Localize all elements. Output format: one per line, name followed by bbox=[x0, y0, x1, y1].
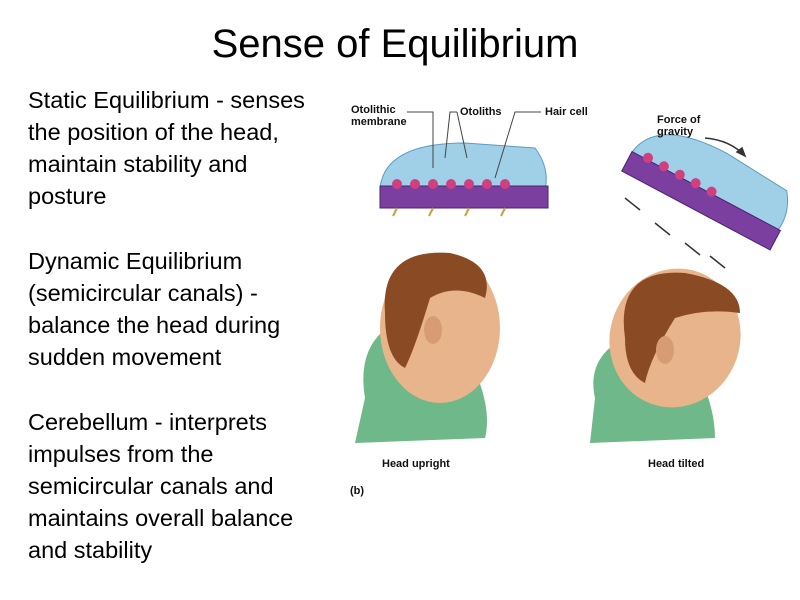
head-tilted-illustration bbox=[590, 268, 741, 443]
label-head-upright: Head upright bbox=[382, 458, 450, 470]
gravity-arrows bbox=[624, 137, 747, 269]
dynamic-equilibrium-text: Dynamic Equilibrium (semicircular canals… bbox=[28, 248, 281, 370]
label-otoliths: Otoliths bbox=[460, 106, 502, 118]
macula-upright bbox=[379, 142, 549, 217]
equilibrium-figure: Otolithic membrane Otoliths Hair cell Fo… bbox=[345, 98, 800, 508]
slide-title: Sense of Equilibrium bbox=[211, 22, 579, 66]
head-upright-illustration bbox=[355, 252, 500, 443]
macula-tilted bbox=[621, 134, 789, 251]
label-head-tilted: Head tilted bbox=[648, 458, 705, 470]
cerebellum-text: Cerebellum - interprets impulses from th… bbox=[28, 409, 294, 563]
label-otolithic-membrane: Otolithic membrane bbox=[351, 104, 407, 128]
static-equilibrium-text: Static Equilibrium - senses the position… bbox=[28, 87, 305, 209]
slide-body: Static Equilibrium - senses the position… bbox=[28, 84, 340, 599]
label-force-of-gravity: Force of gravity bbox=[657, 114, 701, 138]
label-hair-cell: Hair cell bbox=[545, 106, 588, 118]
figure-illustration bbox=[355, 111, 789, 443]
label-panel-b: (b) bbox=[350, 485, 365, 497]
